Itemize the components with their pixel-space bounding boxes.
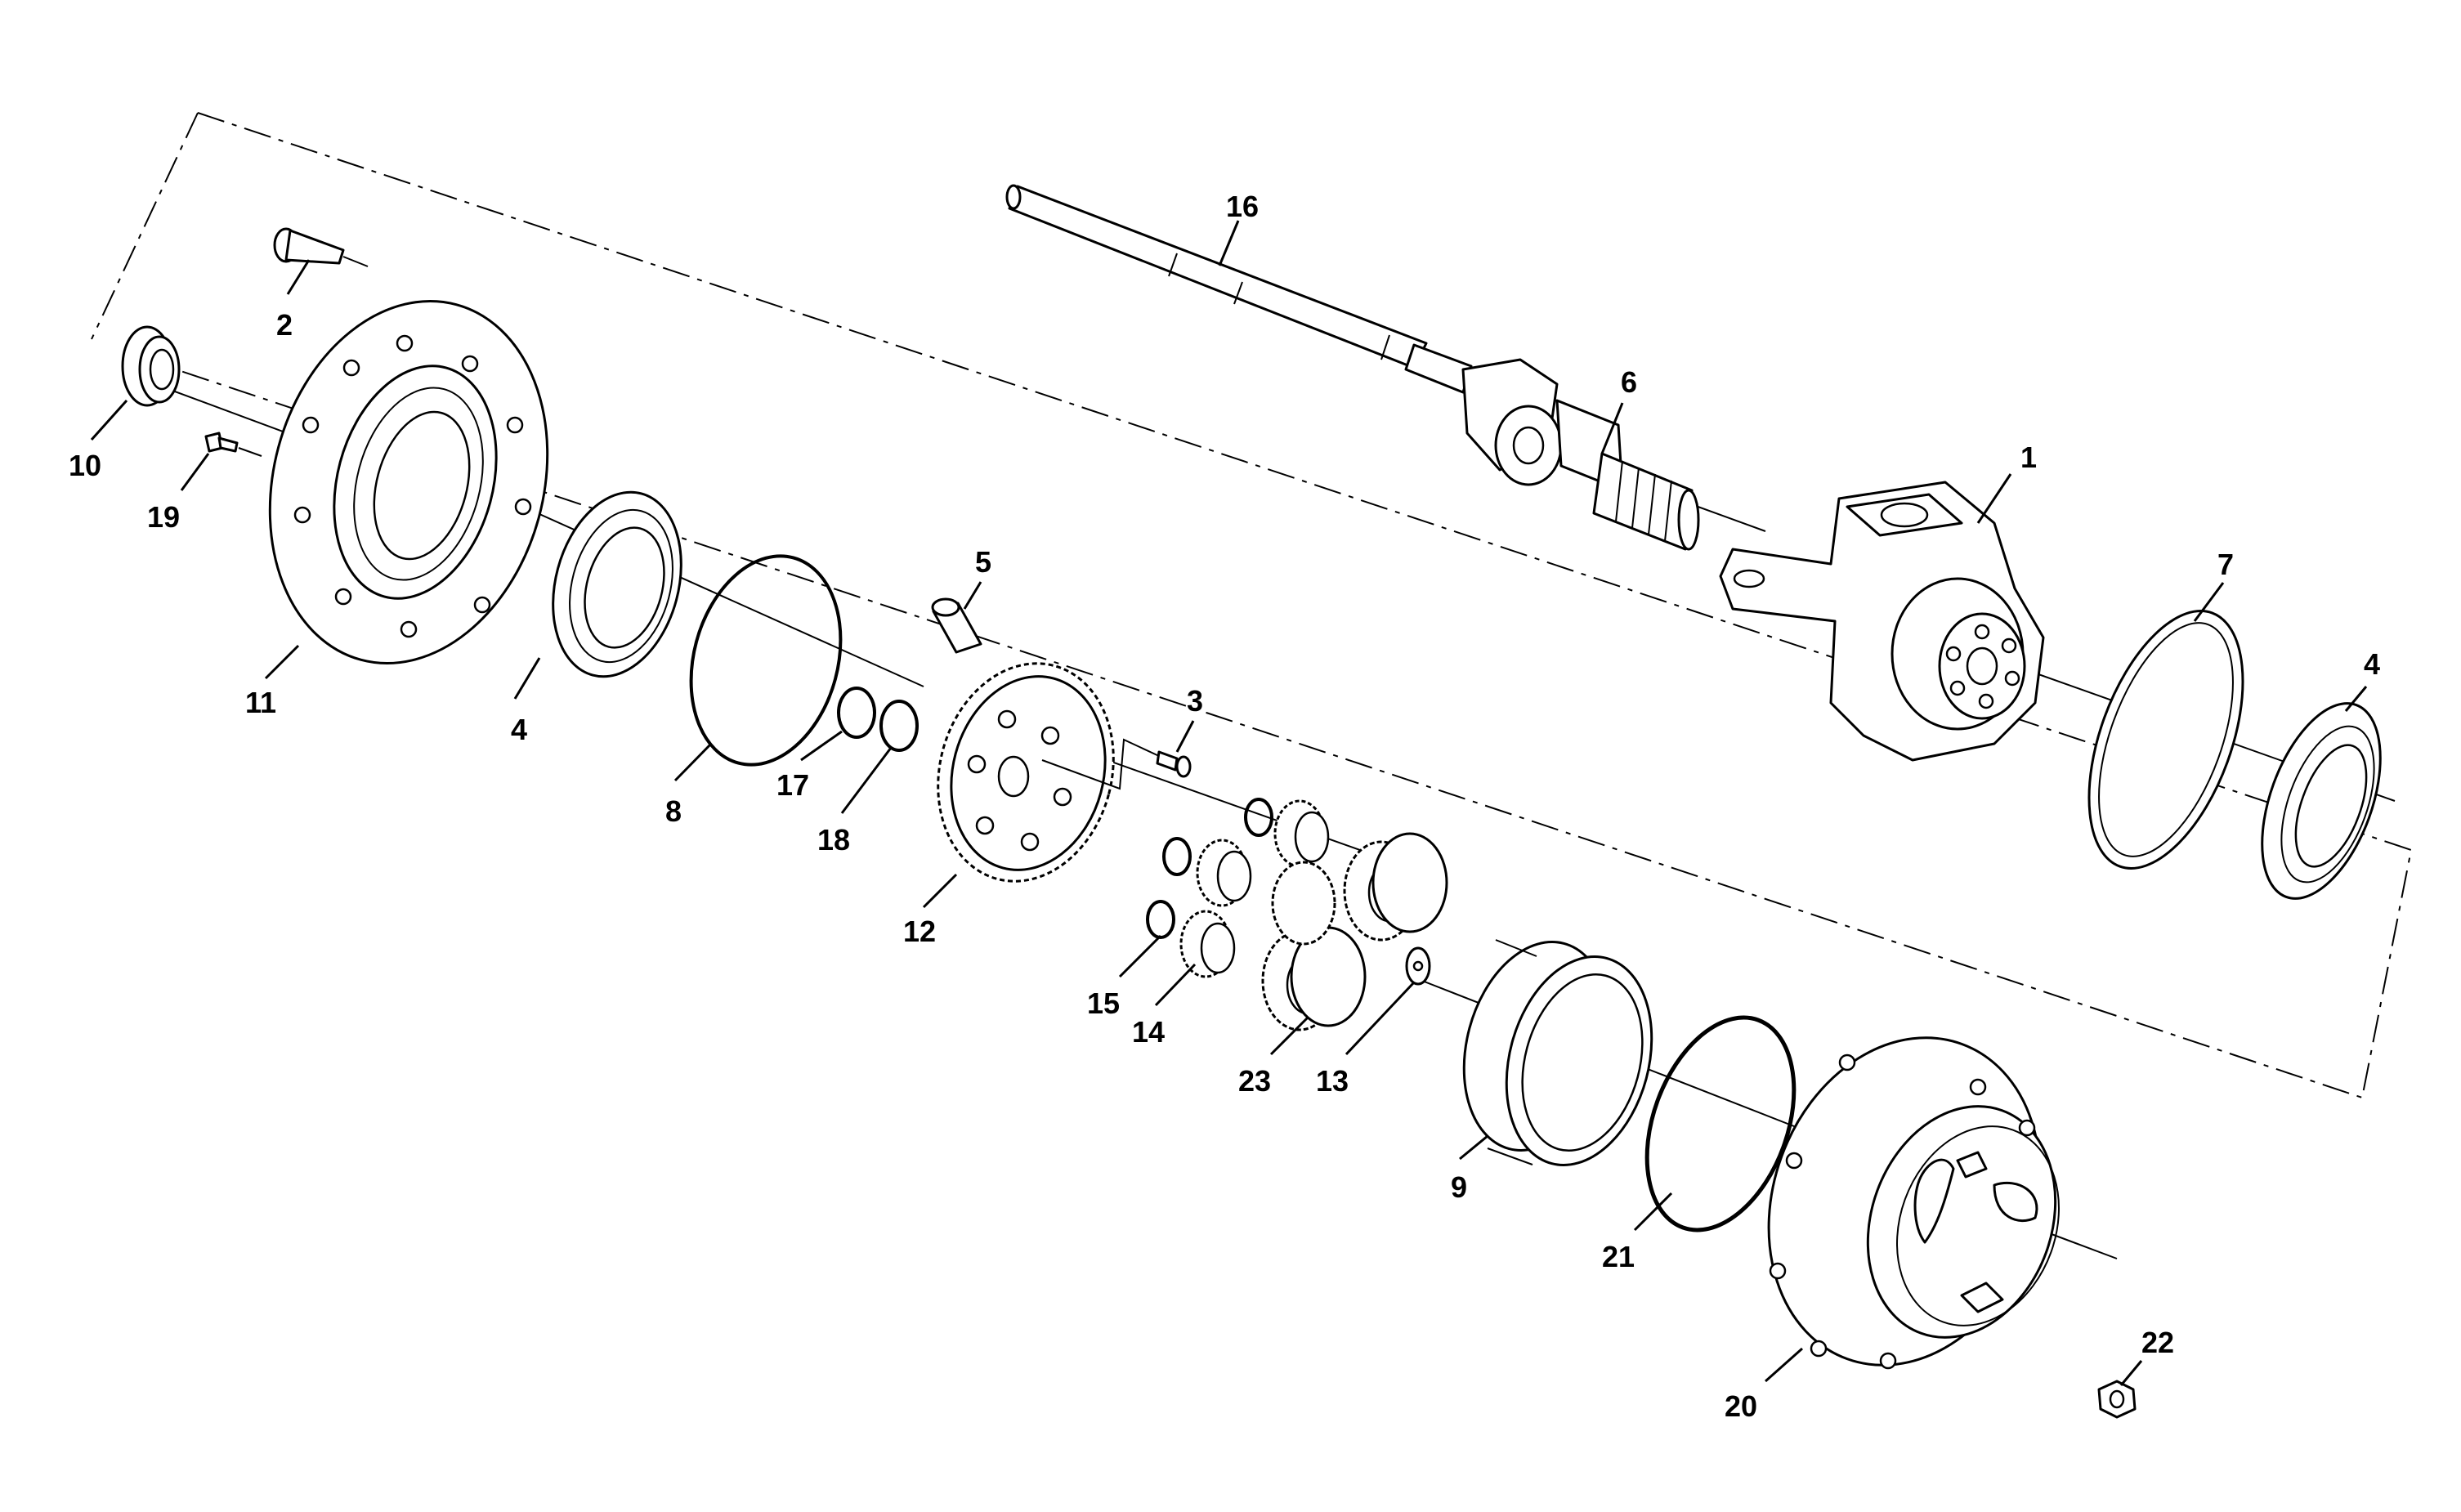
leader-18 <box>840 747 893 814</box>
frame-closure-top <box>91 112 199 340</box>
shaft-seal <box>121 325 181 407</box>
callout-18: 18 <box>817 823 850 857</box>
callout-16: 16 <box>1226 190 1259 223</box>
leader-4a <box>513 657 541 700</box>
callout-4b: 4 <box>2364 647 2380 681</box>
callout-9: 9 <box>1451 1170 1467 1204</box>
leader-6 <box>1600 402 1624 454</box>
callout-6: 6 <box>1621 365 1637 399</box>
ring-gear-sleeve <box>1462 939 1653 1166</box>
small-bolt <box>1041 738 1192 790</box>
callout-13: 13 <box>1316 1064 1349 1098</box>
leader-10 <box>90 399 128 441</box>
callout-1: 1 <box>2020 441 2037 474</box>
leader-11 <box>264 644 300 680</box>
leader-4b <box>2344 686 2368 712</box>
circlip-17 <box>837 687 876 739</box>
seal-ring <box>2087 610 2244 870</box>
snap-ring <box>689 554 843 767</box>
callout-22: 22 <box>2141 1326 2174 1359</box>
callout-10: 10 <box>69 449 101 482</box>
leader-7 <box>2193 582 2225 622</box>
callout-15: 15 <box>1087 986 1120 1020</box>
callout-12: 12 <box>903 915 936 948</box>
needle-bearings <box>1179 799 1330 978</box>
callout-7: 7 <box>2217 548 2234 581</box>
circlip-18 <box>879 700 919 752</box>
leader-8 <box>673 742 713 782</box>
steering-knuckle <box>1719 481 2045 762</box>
leader-5 <box>963 581 982 610</box>
leader-14 <box>1154 963 1197 1007</box>
roller-bearing-left <box>552 490 682 678</box>
leader-17 <box>800 730 843 762</box>
nut <box>2097 1380 2137 1419</box>
hub-cover <box>1767 1036 2060 1370</box>
universal-joint <box>1461 358 1700 551</box>
screw <box>204 432 262 457</box>
callout-5: 5 <box>975 545 991 579</box>
roller-bearing-right <box>2261 702 2382 900</box>
assembly-frame <box>148 112 2413 1099</box>
leader-16 <box>1218 220 1240 266</box>
bushing <box>931 597 982 654</box>
callout-2: 2 <box>276 308 293 342</box>
callout-3: 3 <box>1187 684 1203 718</box>
callout-20: 20 <box>1725 1389 1757 1423</box>
leader-15 <box>1118 934 1162 978</box>
leader-12 <box>922 873 958 909</box>
o-ring <box>1644 1015 1797 1232</box>
axle-shaft <box>1005 184 1473 394</box>
leader-22 <box>2119 1360 2143 1386</box>
callout-21: 21 <box>1602 1240 1635 1273</box>
leader-21 <box>1633 1192 1673 1232</box>
callout-8: 8 <box>665 794 682 828</box>
leader-20 <box>1765 1347 1803 1383</box>
hub-flange <box>268 300 549 664</box>
leader-3 <box>1175 720 1195 753</box>
callout-14: 14 <box>1132 1015 1165 1049</box>
bolt <box>273 227 369 267</box>
leader-19 <box>180 453 210 491</box>
callout-4a: 4 <box>511 713 527 746</box>
leader-13 <box>1345 981 1416 1056</box>
planet-carrier-gear <box>937 662 1115 883</box>
leader-2 <box>286 259 311 295</box>
leader-23 <box>1269 1016 1309 1056</box>
thrust-washer <box>1405 946 1431 986</box>
callout-11: 11 <box>245 686 276 719</box>
callout-19: 19 <box>147 500 180 534</box>
planet-gears <box>1261 832 1448 1031</box>
leader-1 <box>1976 473 2012 524</box>
callout-17: 17 <box>776 768 809 802</box>
callout-23: 23 <box>1238 1064 1271 1098</box>
leader-9 <box>1459 1134 1488 1161</box>
